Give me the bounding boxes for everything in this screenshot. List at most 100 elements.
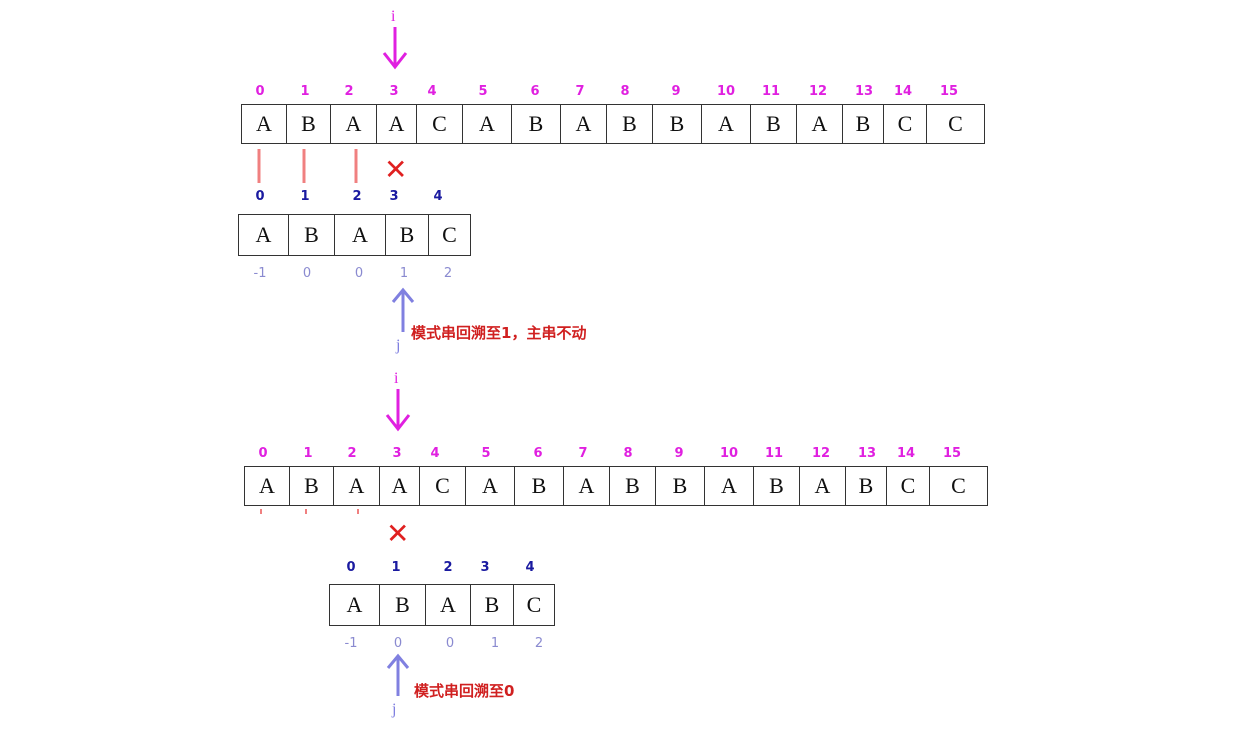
main-index: 6 [530, 84, 540, 99]
main-char-cell: B [656, 467, 705, 505]
pattern-index: 3 [480, 560, 490, 575]
backtrack-note: 模式串回溯至0 [414, 682, 515, 700]
pointer-j-label: j [396, 337, 401, 354]
mismatch-icon: ✕ [386, 517, 410, 550]
pattern-index: 1 [391, 560, 401, 575]
main-char-cell: A [377, 105, 417, 143]
next-value: 1 [399, 266, 409, 281]
pattern-string-2: A B A B C [329, 584, 555, 626]
main-char-cell: C [884, 105, 927, 143]
pattern-char-cell: B [386, 215, 429, 255]
main-index: 14 [896, 446, 916, 461]
main-char-cell: A [331, 105, 377, 143]
next-value: 0 [354, 266, 364, 281]
main-char-cell: B [653, 105, 702, 143]
pattern-char-cell: A [335, 215, 386, 255]
main-index: 11 [761, 84, 781, 99]
next-value: 2 [443, 266, 453, 281]
main-index: 5 [478, 84, 488, 99]
mismatch-icon: ✕ [384, 153, 408, 186]
pattern-index: 2 [443, 560, 453, 575]
main-string-2: A B A A C A B A B B A B A B C C [244, 466, 988, 506]
pattern-char-cell: C [514, 585, 555, 625]
next-value: 0 [445, 636, 455, 651]
main-char-cell: B [846, 467, 887, 505]
main-char-cell: C [930, 467, 988, 505]
main-char-cell: A [245, 467, 290, 505]
main-index: 13 [854, 84, 874, 99]
next-value: 2 [534, 636, 544, 651]
main-char-cell: A [380, 467, 420, 505]
main-char-cell: C [417, 105, 463, 143]
pattern-index: 3 [389, 189, 399, 204]
main-index: 6 [533, 446, 543, 461]
main-index: 10 [716, 84, 736, 99]
next-value: 0 [393, 636, 403, 651]
main-char-cell: A [242, 105, 287, 143]
pattern-char-cell: A [426, 585, 471, 625]
main-index: 14 [893, 84, 913, 99]
main-index: 4 [430, 446, 440, 461]
main-index: 1 [303, 446, 313, 461]
pattern-char-cell: B [380, 585, 426, 625]
next-value: -1 [253, 266, 267, 281]
main-char-cell: A [705, 467, 754, 505]
pointer-j-arrow [386, 653, 410, 696]
pointer-i-label: i [391, 8, 396, 25]
pattern-char-cell: A [330, 585, 380, 625]
next-value: 1 [490, 636, 500, 651]
main-char-cell: A [561, 105, 607, 143]
main-index: 7 [578, 446, 588, 461]
main-char-cell: B [843, 105, 884, 143]
main-char-cell: C [420, 467, 466, 505]
pattern-index: 4 [525, 560, 535, 575]
match-lines-1 [257, 149, 358, 183]
pattern-index: 0 [346, 560, 356, 575]
main-index: 9 [674, 446, 684, 461]
pattern-char-cell: B [471, 585, 514, 625]
main-char-cell: B [751, 105, 797, 143]
backtrack-note: 模式串回溯至1，主串不动 [411, 324, 587, 342]
main-char-cell: A [334, 467, 380, 505]
main-index: 8 [620, 84, 630, 99]
pattern-char-cell: A [239, 215, 289, 255]
main-char-cell: C [927, 105, 985, 143]
main-char-cell: A [564, 467, 610, 505]
main-char-cell: A [702, 105, 751, 143]
pattern-char-cell: B [289, 215, 335, 255]
pattern-string-1: A B A B C [238, 214, 471, 256]
main-index: 12 [808, 84, 828, 99]
main-index: 4 [427, 84, 437, 99]
main-index: 11 [764, 446, 784, 461]
main-index: 3 [389, 84, 399, 99]
main-index: 1 [300, 84, 310, 99]
main-index: 15 [942, 446, 962, 461]
pattern-index: 0 [255, 189, 265, 204]
main-index: 2 [344, 84, 354, 99]
main-index: 15 [939, 84, 959, 99]
main-char-cell: A [466, 467, 515, 505]
main-char-cell: A [797, 105, 843, 143]
main-index: 9 [671, 84, 681, 99]
main-index: 3 [392, 446, 402, 461]
main-char-cell: A [800, 467, 846, 505]
main-index: 0 [258, 446, 268, 461]
main-index: 12 [811, 446, 831, 461]
pointer-i-arrow [382, 27, 408, 70]
pointer-j-label: j [392, 701, 397, 718]
main-index: 7 [575, 84, 585, 99]
main-index: 10 [719, 446, 739, 461]
main-index: 5 [481, 446, 491, 461]
pattern-index: 4 [433, 189, 443, 204]
match-ticks-2 [260, 509, 359, 514]
next-value: -1 [344, 636, 358, 651]
pointer-i-label: i [394, 370, 399, 387]
main-char-cell: B [287, 105, 331, 143]
next-value: 0 [302, 266, 312, 281]
pattern-index: 2 [352, 189, 362, 204]
main-index: 0 [255, 84, 265, 99]
main-char-cell: B [515, 467, 564, 505]
main-char-cell: B [290, 467, 334, 505]
main-char-cell: B [610, 467, 656, 505]
pointer-j-arrow [391, 287, 415, 332]
